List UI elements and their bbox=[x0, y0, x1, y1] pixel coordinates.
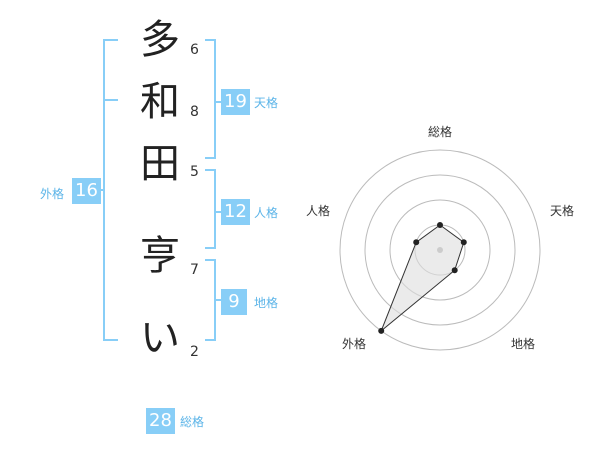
name-char-5: い bbox=[140, 315, 180, 361]
soukaku-label: 総格 bbox=[180, 415, 205, 429]
name-char-4: 亨 bbox=[140, 233, 180, 279]
radar-ring-3 bbox=[364, 174, 516, 326]
soukaku-value: 28 bbox=[146, 408, 175, 434]
name-char-2: 和 bbox=[140, 79, 180, 125]
radar-outline bbox=[380, 224, 465, 332]
stroke-count-3: 5 bbox=[190, 164, 199, 180]
stroke-count-4: 7 bbox=[190, 262, 199, 278]
radar-ring-2 bbox=[389, 199, 491, 301]
jinkaku-label: 人格 bbox=[254, 206, 279, 220]
radar-label-chikaku: 地格 bbox=[511, 337, 536, 351]
jinkaku-value: 12 bbox=[221, 199, 250, 225]
radar-center-dot bbox=[437, 247, 443, 253]
radar-label-tenkaku: 天格 bbox=[550, 204, 575, 218]
gaikaku-label: 外格 bbox=[40, 187, 65, 201]
radar-fill-area bbox=[381, 225, 464, 331]
radar-point-chikaku bbox=[451, 267, 458, 274]
radar-label-gaikaku: 外格 bbox=[342, 337, 367, 351]
stroke-count-1: 6 bbox=[190, 42, 199, 58]
radar-points bbox=[378, 222, 467, 334]
chikaku-label: 地格 bbox=[254, 296, 279, 310]
chikaku-value: 9 bbox=[221, 289, 247, 315]
tenkaku-bracket bbox=[205, 39, 216, 159]
radar-label-jinkaku: 人格 bbox=[306, 204, 331, 218]
radar-point-soukaku bbox=[437, 222, 443, 228]
tenkaku-label: 天格 bbox=[254, 96, 279, 110]
radar-point-gaikaku bbox=[378, 327, 385, 334]
gaikaku-value: 16 bbox=[72, 178, 101, 204]
jinkaku-bracket bbox=[205, 169, 216, 249]
stroke-count-5: 2 bbox=[190, 344, 199, 360]
name-char-3: 田 bbox=[140, 141, 180, 187]
stroke-count-2: 8 bbox=[190, 104, 199, 120]
name-char-1: 多 bbox=[140, 17, 180, 63]
radar-point-jinkaku bbox=[413, 239, 420, 246]
tenkaku-value: 19 bbox=[221, 89, 250, 115]
radar-ring-4 bbox=[339, 149, 541, 351]
radar-point-tenkaku bbox=[460, 239, 467, 246]
radar-label-soukaku: 総格 bbox=[428, 125, 453, 139]
